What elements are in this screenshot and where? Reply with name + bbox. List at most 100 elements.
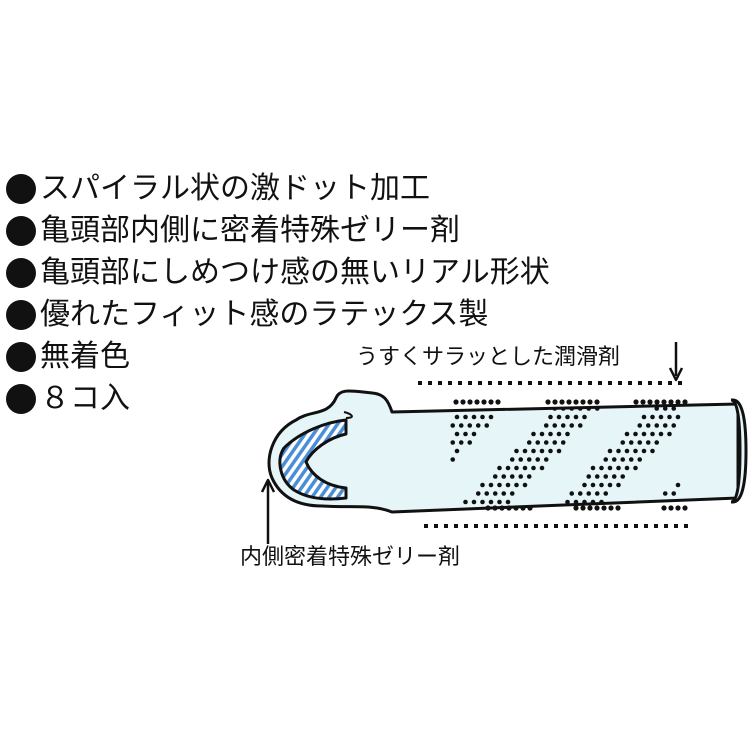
texture-dot xyxy=(526,457,532,462)
texture-dot xyxy=(492,474,498,479)
rim xyxy=(730,398,748,504)
texture-dot xyxy=(650,431,655,437)
bullet-icon xyxy=(6,342,36,372)
texture-dot xyxy=(518,457,524,462)
texture-dot xyxy=(611,457,617,462)
texture-dot xyxy=(484,491,490,496)
bullet-icon xyxy=(6,216,36,246)
edge-dot-bumps xyxy=(453,399,688,511)
texture-dot xyxy=(667,431,672,437)
texture-dot xyxy=(526,440,532,445)
texture-dot xyxy=(603,491,609,496)
feature-list: スパイラル状の激ドット加工 亀頭部内側に密着特殊ゼリー剤 亀頭部にしめつけ感の無… xyxy=(6,168,550,420)
texture-dot xyxy=(505,465,511,471)
texture-dot xyxy=(633,448,638,454)
texture-dot xyxy=(543,423,549,428)
texture-dot xyxy=(671,406,677,411)
edge-bump-dot xyxy=(566,399,572,405)
texture-dot xyxy=(586,474,592,479)
texture-dot xyxy=(641,414,647,420)
texture-dot xyxy=(667,414,672,420)
texture-dot xyxy=(471,414,477,420)
texture-dot xyxy=(556,448,562,454)
texture-dot xyxy=(616,482,621,488)
texture-dot xyxy=(518,474,524,479)
edge-bump-dot xyxy=(453,399,459,405)
texture-dot xyxy=(620,474,626,479)
texture-dot xyxy=(654,406,660,411)
texture-dot xyxy=(454,414,460,420)
edge-bump-dot xyxy=(545,399,551,405)
texture-dot xyxy=(454,431,460,437)
texture-dot xyxy=(633,465,638,471)
texture-dot xyxy=(637,423,643,428)
edge-bump-dot xyxy=(668,399,674,405)
texture-dot xyxy=(509,457,515,462)
texture-dot xyxy=(611,474,617,479)
edge-bump-dot xyxy=(520,505,526,511)
texture-dot xyxy=(488,414,494,420)
texture-dot xyxy=(624,448,630,454)
texture-dot xyxy=(556,431,562,437)
texture-dot xyxy=(675,414,681,420)
feature-text: 優れたフィット感のラテックス製 xyxy=(40,297,489,332)
inner-gel-layer xyxy=(278,418,348,501)
texture-dot xyxy=(662,423,668,428)
texture-dot xyxy=(471,431,477,437)
edge-bump-dot xyxy=(587,399,593,405)
texture-dot xyxy=(650,448,655,454)
texture-dot xyxy=(522,482,528,488)
texture-dot xyxy=(467,440,473,445)
texture-dot xyxy=(565,499,570,505)
texture-dot xyxy=(633,431,638,437)
texture-dot xyxy=(548,448,553,454)
texture-dot xyxy=(577,491,583,496)
texture-dot xyxy=(458,440,464,445)
texture-dot xyxy=(675,482,681,488)
texture-dot xyxy=(522,465,528,471)
texture-dot xyxy=(658,414,664,420)
texture-dot xyxy=(514,465,519,471)
texture-dot xyxy=(590,499,596,505)
texture-dot xyxy=(582,482,587,488)
texture-dot xyxy=(671,491,677,496)
feature-item: スパイラル状の激ドット加工 xyxy=(6,168,550,210)
texture-dot xyxy=(599,499,604,505)
texture-dot xyxy=(556,414,562,420)
texture-dot xyxy=(531,465,536,471)
texture-dot xyxy=(569,423,575,428)
texture-dot xyxy=(586,491,592,496)
feature-item: 亀頭部にしめつけ感の無いリアル形状 xyxy=(6,252,550,294)
edge-bump-dot xyxy=(559,399,565,405)
edge-bump-dot xyxy=(513,505,519,511)
texture-dot xyxy=(548,431,553,437)
edge-bump-dot xyxy=(675,399,681,405)
texture-dot xyxy=(616,448,621,454)
feature-text: スパイラル状の激ドット加工 xyxy=(40,171,430,206)
lube-label: うすくサラッとした潤滑剤 xyxy=(356,345,621,370)
edge-bump-dot xyxy=(506,505,512,511)
texture-dot xyxy=(654,508,660,512)
texture-dot xyxy=(594,491,600,496)
edge-bump-dot xyxy=(675,505,681,511)
texture-dot xyxy=(497,482,502,488)
gel-arrow xyxy=(260,478,276,544)
edge-bump-dot xyxy=(499,505,505,511)
texture-dot xyxy=(497,465,502,471)
texture-dot xyxy=(514,482,519,488)
edge-bump-dot xyxy=(633,399,639,405)
texture-dot xyxy=(506,398,511,403)
edge-bump-dot xyxy=(601,505,607,511)
texture-dot xyxy=(560,508,566,512)
texture-dot xyxy=(645,440,651,445)
edge-bump-dot xyxy=(594,399,600,405)
texture-dot xyxy=(492,491,498,496)
texture-dot xyxy=(573,499,579,505)
texture-dot xyxy=(509,474,515,479)
edge-bump-dot xyxy=(481,399,487,405)
texture-dot xyxy=(467,423,473,428)
texture-dot xyxy=(573,414,579,420)
texture-dot xyxy=(624,431,630,437)
edge-bump-dot xyxy=(654,399,660,405)
